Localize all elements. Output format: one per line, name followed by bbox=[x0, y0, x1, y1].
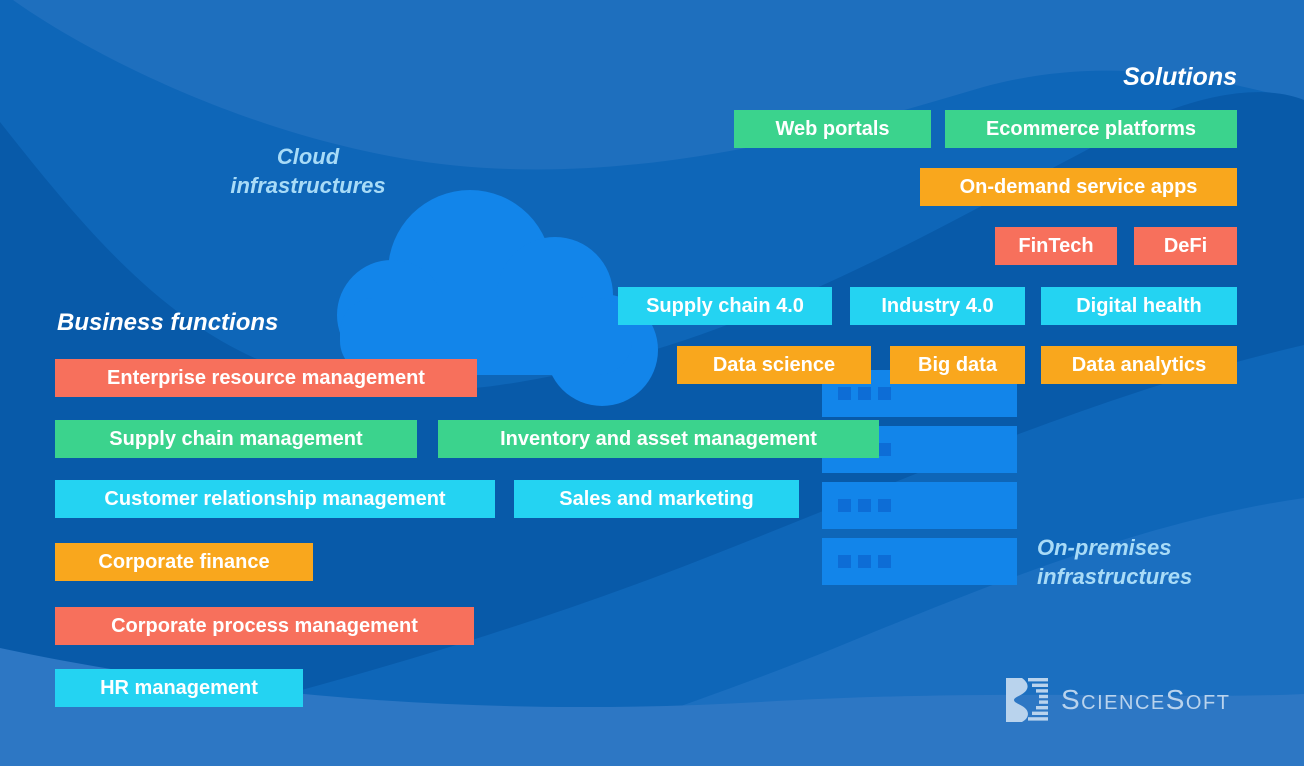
server-rack-row-4 bbox=[822, 538, 1017, 585]
sciencesoft-logo: ScienceSoft bbox=[1003, 674, 1230, 726]
business-box-corporate-process-management: Corporate process management bbox=[55, 607, 474, 645]
solution-box-industry-4-0: Industry 4.0 bbox=[850, 287, 1025, 325]
solution-box-data-science: Data science bbox=[677, 346, 871, 384]
on-premises-infrastructures-label: On-premises infrastructures bbox=[1037, 533, 1192, 591]
business-box-sales-and-marketing: Sales and marketing bbox=[514, 480, 799, 518]
solution-box-big-data: Big data bbox=[890, 346, 1025, 384]
solution-box-web-portals: Web portals bbox=[734, 110, 931, 148]
solution-box-ecommerce-platforms: Ecommerce platforms bbox=[945, 110, 1237, 148]
solution-box-digital-health: Digital health bbox=[1041, 287, 1237, 325]
cloud-icon bbox=[337, 190, 658, 406]
on-premises-label-line2: infrastructures bbox=[1037, 564, 1193, 589]
business-box-supply-chain-management: Supply chain management bbox=[55, 420, 417, 458]
business-box-customer-relationship-management: Customer relationship management bbox=[55, 480, 495, 518]
server-rack-row-3 bbox=[822, 482, 1017, 529]
cloud-label-line1: Cloud bbox=[276, 144, 340, 169]
solutions-heading: Solutions bbox=[1123, 63, 1237, 91]
sciencesoft-s-mark-icon bbox=[1006, 678, 1048, 722]
business-box-corporate-finance: Corporate finance bbox=[55, 543, 313, 581]
background-wave-top-light bbox=[13, 0, 1304, 170]
solution-box-fintech: FinTech bbox=[995, 227, 1117, 265]
solution-box-defi: DeFi bbox=[1134, 227, 1237, 265]
business-box-enterprise-resource-management: Enterprise resource management bbox=[55, 359, 477, 397]
solution-box-on-demand-service-apps: On-demand service apps bbox=[920, 168, 1237, 206]
business-functions-heading: Business functions bbox=[57, 309, 279, 336]
cloud-infrastructures-label: Cloud infrastructures bbox=[188, 142, 428, 200]
solution-box-supply-chain-4-0: Supply chain 4.0 bbox=[618, 287, 832, 325]
sciencesoft-logo-text: ScienceSoft bbox=[1061, 684, 1231, 715]
solution-box-data-analytics: Data analytics bbox=[1041, 346, 1237, 384]
business-box-inventory-and-asset-management: Inventory and asset management bbox=[438, 420, 879, 458]
business-box-hr-management: HR management bbox=[55, 669, 303, 707]
on-premises-label-line1: On-premises bbox=[1037, 535, 1172, 560]
cloud-label-line2: infrastructures bbox=[230, 173, 386, 198]
background-wave-light-bottom bbox=[0, 648, 1304, 766]
